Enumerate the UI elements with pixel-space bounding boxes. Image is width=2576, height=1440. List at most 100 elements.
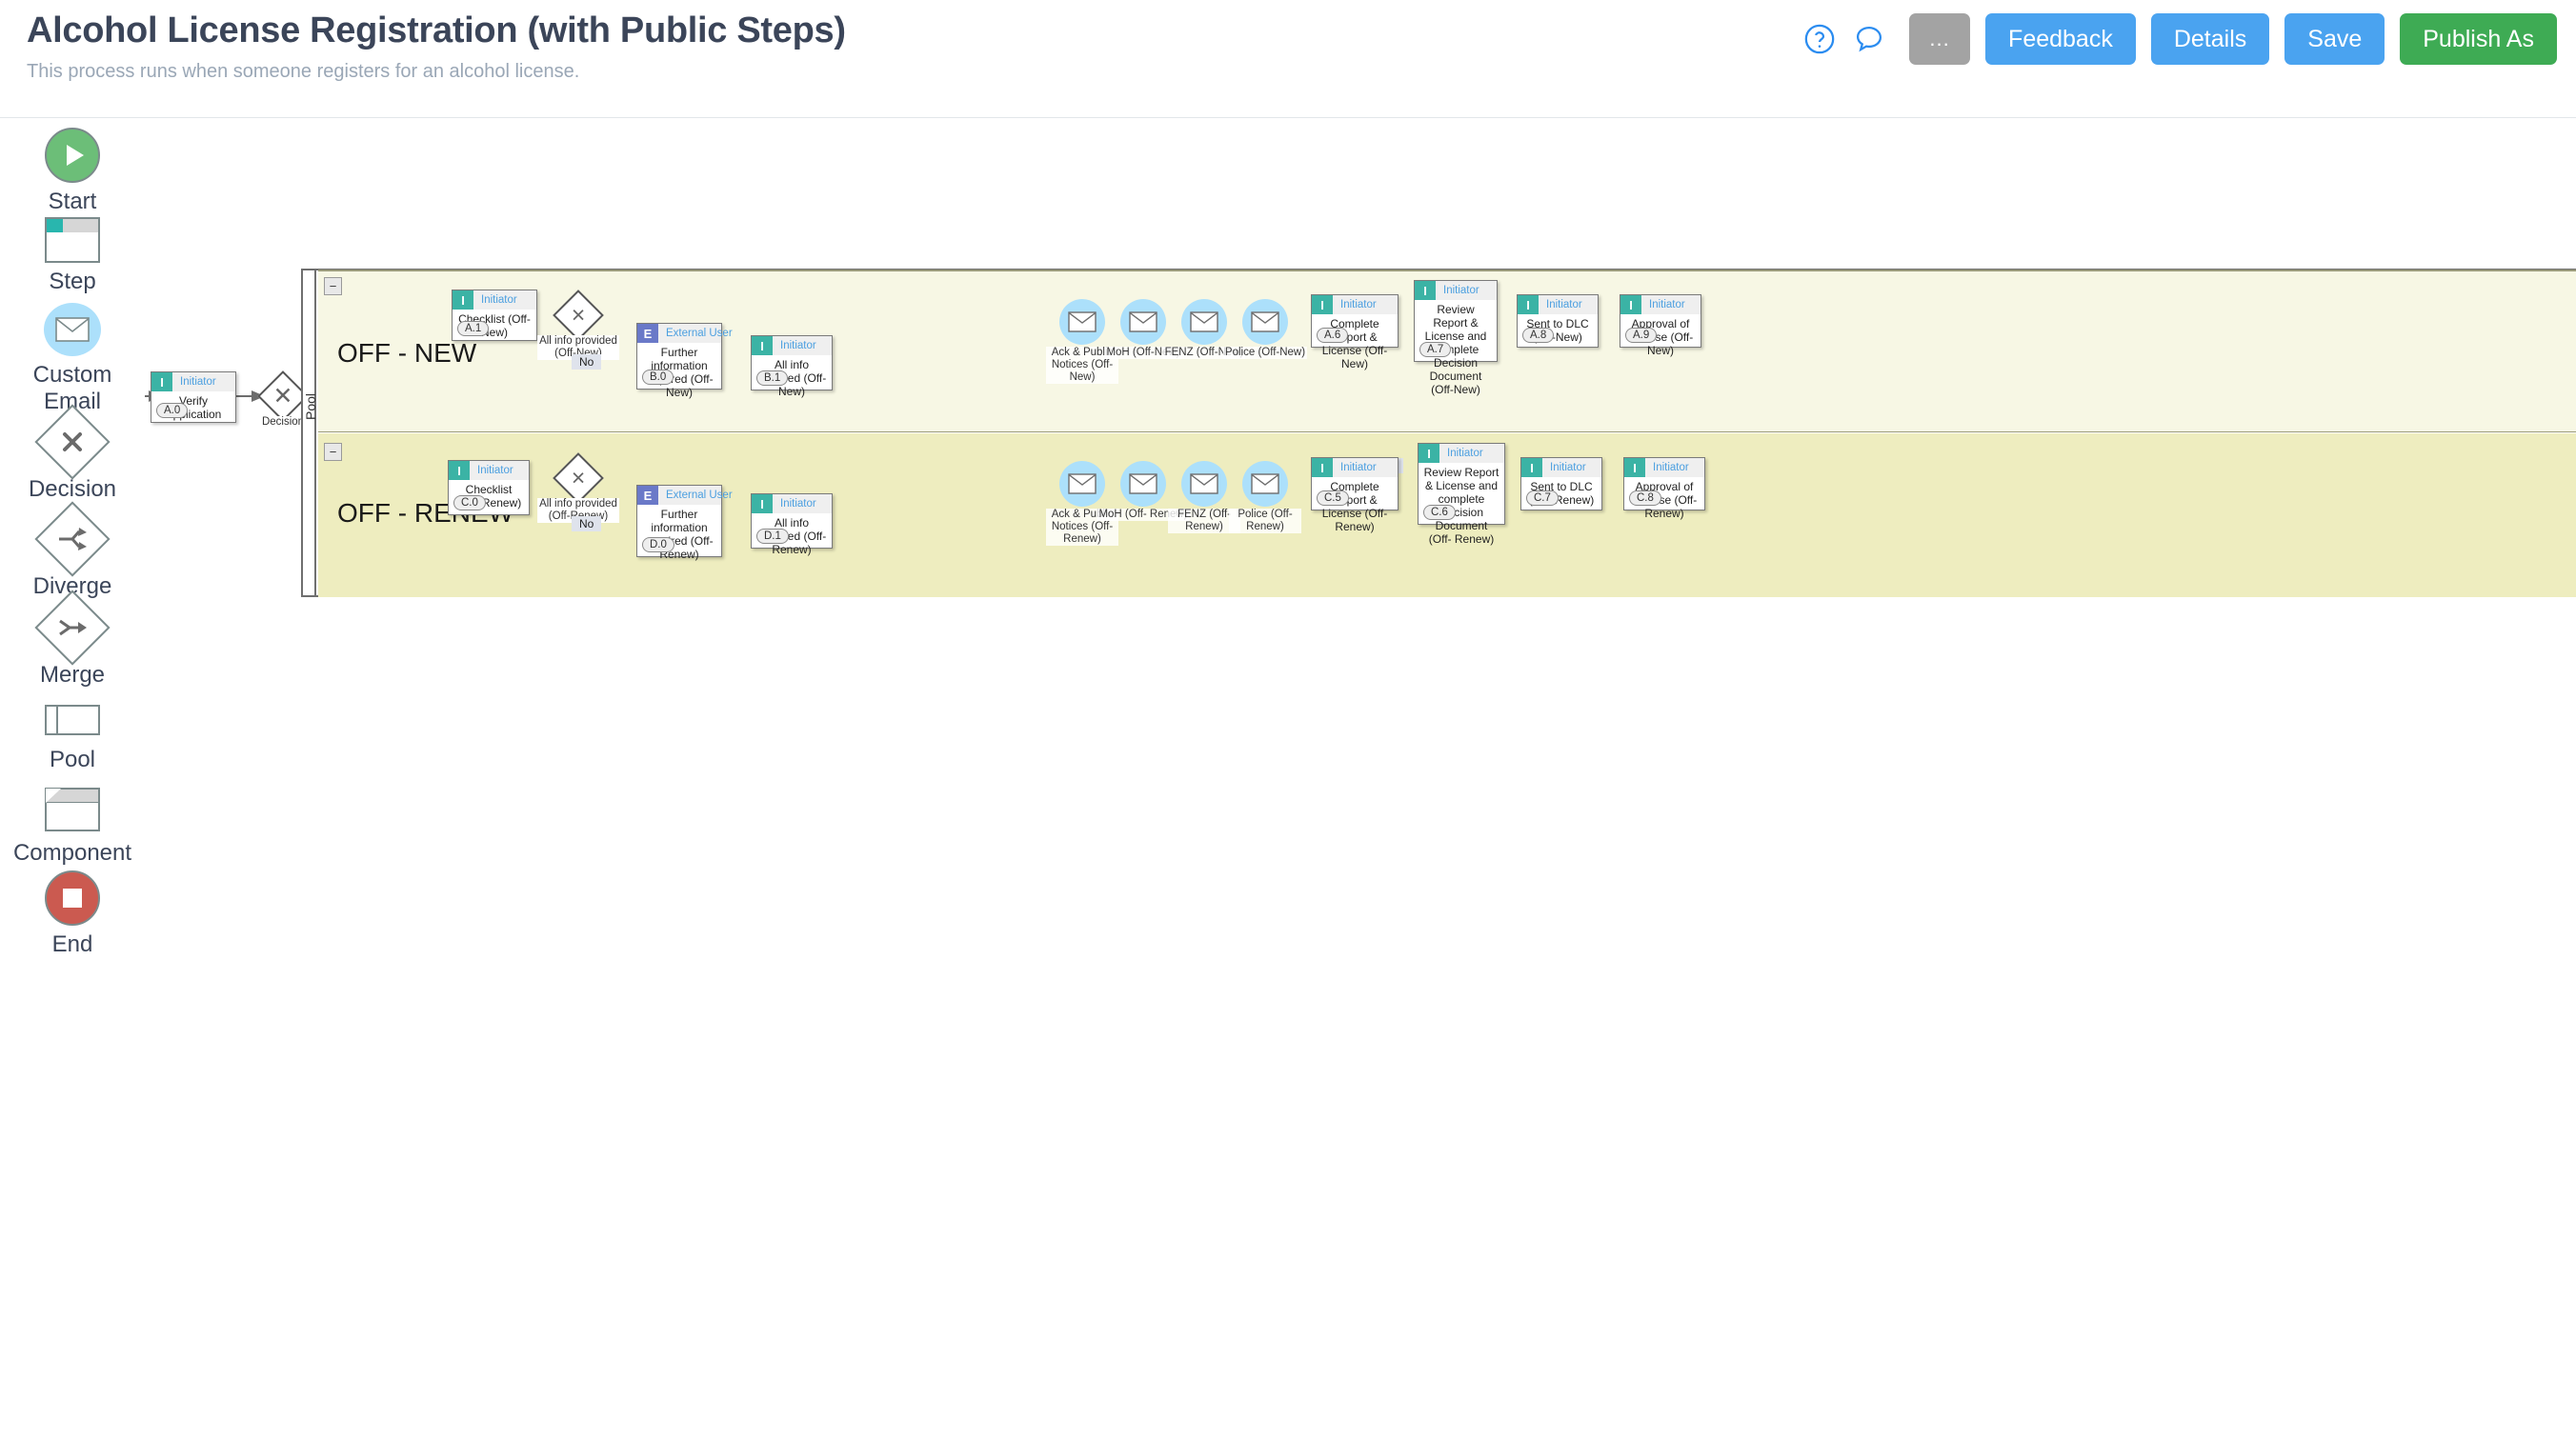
gateway-all-info-provided-off-renew[interactable]: × All info provided(Off-Renew) [537,452,619,523]
email-node-label: Police (Off- Renew) [1229,509,1301,533]
role-badge: I [1620,295,1641,314]
lane-collapse-button[interactable]: − [324,277,342,295]
role-badge: I [1518,295,1539,314]
email-node-moh-off-new[interactable]: MoH (Off-New) [1104,299,1182,359]
task-role-label: Initiator [477,465,513,476]
process-diagram-canvas[interactable]: Start I Initiator Verify Application A.0… [145,118,2576,1440]
gateway-caption: Decision [259,416,307,429]
palette-item-pool[interactable]: Pool [0,699,145,773]
pool-label-strip: Pool [303,270,318,595]
gateway-x-icon: × [571,464,586,491]
details-button[interactable]: Details [2150,13,2270,65]
gateway-all-info-provided-off-new[interactable]: × All info provided(Off-New) [537,290,619,360]
envelope-icon [1129,311,1157,332]
email-node-moh-off-renew[interactable]: MoH (Off- Renew) [1097,461,1190,521]
component-icon [45,785,100,834]
page-subtitle: This process runs when someone registers… [27,61,580,82]
palette-item-label: Pool [49,747,96,772]
start-play-icon [45,128,100,183]
envelope-icon [1068,311,1097,332]
header-title-block: Alcohol License Registration (with Publi… [27,8,846,86]
task-code-badge: C.5 [1317,490,1349,506]
email-node-label: FENZ (Off- Renew) [1168,509,1240,533]
more-options-button[interactable]: ... [1909,13,1971,65]
task-role-label: Initiator [780,498,816,510]
envelope-icon [1129,473,1157,494]
app-header: Alcohol License Registration (with Publi… [0,0,2576,118]
task-code-badge: A.1 [457,321,490,336]
lane-collapse-button[interactable]: − [324,443,342,461]
task-role-label: External User [666,328,733,339]
palette-item-label: Step [49,269,96,294]
task-code-badge: A.6 [1317,328,1349,343]
task-code-badge: A.9 [1625,328,1658,343]
task-title: Review Report & License and complete Dec… [1424,303,1487,396]
pool-label: Pool [303,392,318,421]
comment-bubble-icon[interactable] [1844,14,1894,64]
task-role-label: Initiator [1447,448,1483,459]
palette-item-merge[interactable]: Merge [0,590,145,689]
email-node-label: MoH (Off-New) [1104,347,1182,359]
email-node-ack-public-notices-off-new[interactable]: Ack & Public Notices (Off-New) [1046,299,1118,384]
task-code-badge: A.7 [1419,342,1452,357]
palette-item-step[interactable]: Step [0,217,145,295]
role-badge: I [1415,281,1436,300]
role-badge: I [1624,458,1645,477]
diverge-diamond-icon [34,501,111,577]
task-code-badge: C.0 [453,495,486,510]
task-role-label: Initiator [1649,299,1685,310]
task-verify-application[interactable]: I Initiator Verify Application A.0 [151,371,236,423]
header-actions: ... Feedback Details Save Publish As [1795,13,2557,65]
publish-as-button[interactable]: Publish As [2400,13,2557,65]
help-circle-icon[interactable] [1795,14,1844,64]
email-node-fenz-off-new[interactable]: FENZ (Off-New) [1162,299,1246,359]
palette-item-decision[interactable]: Decision [0,404,145,503]
gateway-decision[interactable]: ✕ Decision [257,370,309,429]
task-role-label: Initiator [1340,299,1377,310]
feedback-button[interactable]: Feedback [1985,13,2136,65]
save-button[interactable]: Save [2284,13,2385,65]
task-title: Complete Report & License (Off- Renew) [1321,480,1388,533]
end-stop-icon [45,870,100,926]
email-node-ack-public-notices-off-renew[interactable]: Ack & Public Notices (Off- Renew) [1046,461,1118,546]
palette-item-end[interactable]: End [0,870,145,958]
task-role-label: Initiator [1653,462,1689,473]
task-role-label: Initiator [780,340,816,351]
role-badge: I [1419,444,1439,463]
palette-item-label: Component [12,840,132,866]
palette-item-diverge[interactable]: Diverge [0,501,145,600]
pool-icon [45,699,100,741]
task-title: Complete Report & License (Off-New) [1321,317,1388,370]
task-code-badge: C.8 [1629,490,1661,506]
role-badge: E [637,486,658,505]
email-node-police-off-renew[interactable]: Police (Off- Renew) [1229,461,1301,533]
role-badge: I [1312,458,1333,477]
role-badge: I [1521,458,1542,477]
role-badge: I [151,372,172,391]
email-node-police-off-new[interactable]: Police (Off-New) [1222,299,1308,359]
palette-item-label: End [51,931,93,957]
palette-item-component[interactable]: Component [0,785,145,867]
task-code-badge: B.1 [756,370,789,386]
palette-item-label: Decision [28,476,117,502]
email-node-fenz-off-renew[interactable]: FENZ (Off- Renew) [1168,461,1240,533]
email-node-label: Police (Off-New) [1222,347,1308,359]
palette-item-start[interactable]: Start [0,128,145,215]
task-header: I Initiator [151,372,235,391]
